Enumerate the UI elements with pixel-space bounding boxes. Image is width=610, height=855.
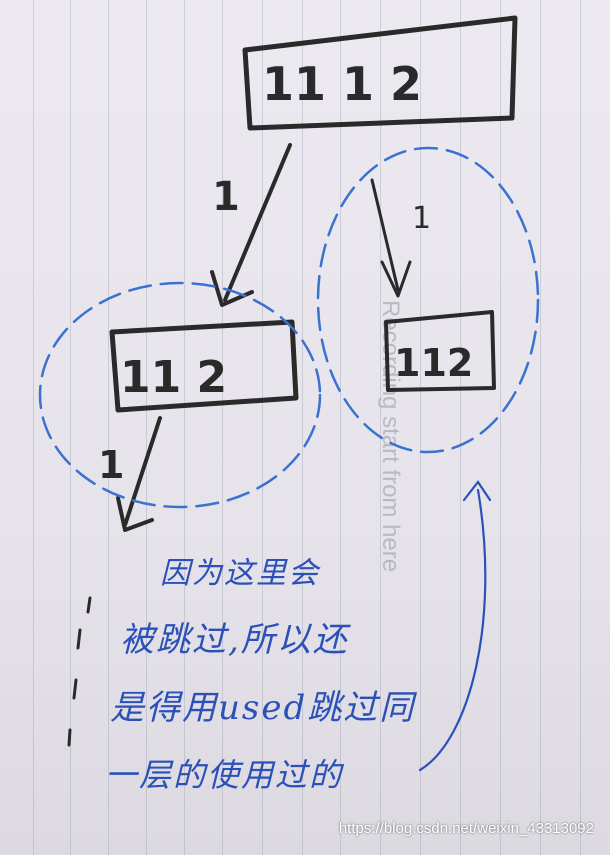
left-arrowhead bbox=[210, 270, 254, 307]
pencil-dash bbox=[72, 678, 78, 700]
ruled-line bbox=[70, 0, 71, 855]
ruled-line bbox=[146, 0, 147, 855]
left-child-node-label: 11 2 bbox=[120, 352, 227, 403]
ruled-line bbox=[580, 0, 581, 855]
ruled-line bbox=[262, 0, 263, 855]
pencil-dash bbox=[67, 728, 72, 747]
ruled-line bbox=[340, 0, 341, 855]
right-arrowhead bbox=[380, 260, 412, 298]
left-edge-label: 1 bbox=[212, 174, 240, 220]
annotation-line-3: 是得用used跳过同 bbox=[110, 688, 416, 728]
blue-arrowhead bbox=[462, 480, 492, 502]
ruled-line bbox=[500, 0, 501, 855]
annotation-line-2: 被跳过,所以还 bbox=[120, 620, 349, 660]
ruled-line bbox=[222, 0, 223, 855]
ruled-line bbox=[184, 0, 185, 855]
right-arrow bbox=[370, 178, 400, 292]
ruled-line bbox=[380, 0, 381, 855]
right-child-node-box bbox=[384, 310, 496, 392]
pencil-dash bbox=[86, 596, 92, 614]
blue-curved-arrow bbox=[418, 488, 487, 772]
ruled-line bbox=[540, 0, 541, 855]
pencil-dash bbox=[76, 628, 82, 650]
ruled-line bbox=[420, 0, 421, 855]
source-watermark: https://blog.csdn.net/weixin_43313092 bbox=[338, 820, 594, 837]
annotation-line-1: 因为这里会 bbox=[160, 556, 320, 591]
right-child-node-label: 112 bbox=[394, 341, 473, 385]
root-node-box bbox=[242, 15, 518, 131]
blue-dashed-circle-left bbox=[38, 281, 322, 509]
lower-edge-label: 1 bbox=[98, 443, 124, 487]
ruled-line bbox=[33, 0, 34, 855]
right-edge-label: 1 bbox=[412, 201, 431, 236]
root-node-label: 11 1 2 bbox=[262, 57, 422, 111]
annotation-line-4: 一层的使用过的 bbox=[105, 756, 344, 794]
left-child-node-box bbox=[109, 319, 299, 413]
ruled-line bbox=[460, 0, 461, 855]
ruled-line bbox=[108, 0, 109, 855]
lower-arrow bbox=[123, 416, 162, 527]
blue-dashed-circle-right bbox=[316, 146, 540, 454]
lower-arrowhead bbox=[116, 496, 154, 532]
ruled-line bbox=[302, 0, 303, 855]
left-arrow bbox=[223, 143, 292, 302]
